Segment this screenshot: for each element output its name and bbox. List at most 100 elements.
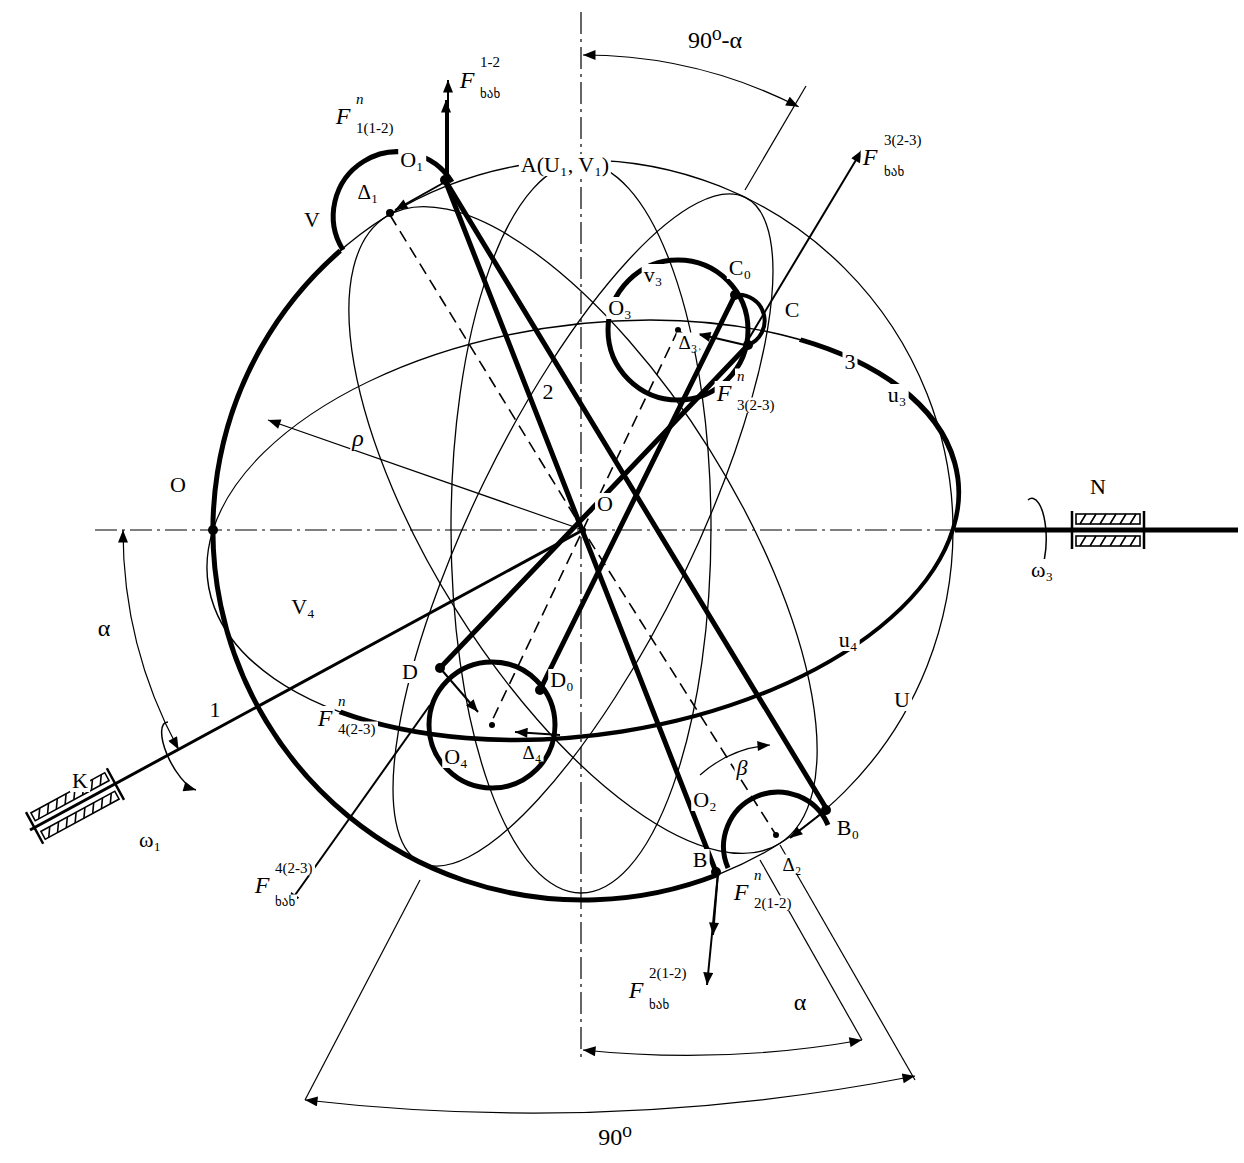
force-subscript: ხახ: [273, 895, 297, 908]
angle-label: α: [96, 616, 113, 640]
point-label: B₀: [835, 817, 861, 839]
center-axis: [95, 529, 955, 530]
joint-dot: [386, 209, 394, 217]
force-subscript: ხახ: [647, 998, 671, 1011]
joint-dot: [489, 722, 495, 728]
bearing-symbol: [1080, 536, 1136, 546]
curve-label: U: [892, 689, 912, 711]
point-label: O₄: [442, 746, 470, 768]
dimension-line: [745, 86, 806, 190]
bearing-symbol: [1072, 511, 1144, 549]
angle-label: β: [735, 757, 750, 779]
joint-dot: [821, 805, 831, 815]
angular-velocity: ω₃: [1029, 559, 1055, 581]
joint-dot: [535, 685, 545, 695]
force-vector: [707, 873, 718, 985]
force-symbol: F: [732, 880, 751, 904]
construction-line: [390, 215, 776, 835]
contact-path: [213, 251, 718, 900]
sphere-circle: [451, 163, 711, 893]
force-vector: [790, 810, 826, 838]
joint-dot: [440, 175, 450, 185]
part-number: 3: [843, 351, 858, 373]
joint-dot: [208, 175, 831, 877]
angle-dimension: 90⁰-α: [686, 28, 744, 52]
point-label: O₃: [606, 297, 634, 319]
point-label: O: [595, 493, 615, 515]
sphere-circle: [259, 137, 906, 923]
force-symbol: F: [458, 68, 477, 92]
dimension-line: [780, 845, 915, 1080]
center-axis: [95, 12, 955, 1062]
force-superscript: n: [354, 92, 366, 107]
joint-dot: [730, 290, 740, 300]
point-label: Δ₃: [677, 333, 700, 352]
link-bar: [540, 295, 735, 690]
bearing-label: K: [70, 770, 90, 792]
bearing-symbol: [26, 768, 124, 844]
roller-circle: [429, 662, 555, 788]
force-superscript: n: [735, 369, 747, 384]
point-label: C: [783, 299, 802, 321]
bearing-symbol: [1080, 514, 1136, 524]
point-label: A(U₁, V₁): [519, 154, 611, 176]
bearing-symbol: [41, 791, 119, 839]
force-vector: [447, 80, 449, 182]
force-superscript: 2(1-2): [647, 966, 689, 981]
force-subscript: ხახ: [882, 165, 906, 178]
link-bar: [445, 180, 826, 808]
bearing-symbol: [1076, 514, 1140, 524]
force-superscript: n: [336, 694, 348, 709]
point-label: D: [400, 661, 420, 683]
point-label: O₁: [398, 149, 426, 171]
curve-label: u₄: [837, 629, 860, 651]
roller-circle: [724, 792, 828, 868]
joint-dot: [208, 525, 218, 535]
angular-velocity: ω₁: [137, 829, 163, 851]
force-symbol: F: [334, 104, 353, 128]
force-symbol: F: [715, 381, 734, 405]
point-label: Δ₄: [521, 743, 544, 762]
joint-dot: [435, 663, 445, 673]
sphere-circle: [146, 320, 1020, 740]
part-number: 1: [208, 699, 223, 721]
shaft: [955, 528, 1238, 533]
point-label: Δ₂: [781, 855, 804, 874]
dimension-line: [583, 55, 799, 107]
construction-line: [390, 215, 776, 835]
force-vector: [440, 668, 478, 712]
point-label: C₀: [727, 257, 753, 279]
force-symbol: F: [253, 873, 272, 897]
point-label: D₀: [548, 669, 576, 691]
force-superscript: 4(2-3): [273, 861, 315, 876]
dimension-line: [123, 530, 179, 750]
joint-dot: [773, 832, 779, 838]
roller-circle: [608, 260, 748, 400]
dimension-line: [760, 860, 862, 1040]
point-label: V: [302, 209, 322, 231]
shaft: [30, 530, 1238, 830]
force-vector: [698, 334, 745, 345]
force-vector: [445, 100, 447, 182]
bearing-label: N: [1088, 476, 1108, 498]
contact-path: [213, 251, 1013, 900]
curve-label: v₃: [642, 264, 665, 286]
force-subscript: 2(1-2): [752, 896, 794, 911]
curve-label: V₄: [289, 596, 317, 618]
point-label: B: [691, 849, 710, 871]
force-superscript: 3(2-3): [882, 133, 924, 148]
force-symbol: F: [861, 145, 880, 169]
bearing-symbol: [44, 793, 115, 837]
sphere-circle: [322, 149, 844, 911]
dimension-line: [305, 1076, 915, 1113]
rotation-arrow: [162, 498, 1047, 790]
force-vector: [745, 150, 862, 345]
sphere-circle: [146, 137, 1020, 923]
force-subscript: 4(2-3): [336, 722, 378, 737]
force-vector: [288, 80, 862, 985]
link-bar: [440, 295, 765, 690]
link-bar: [445, 180, 716, 872]
bearing-symbol: [1072, 511, 1144, 549]
dimension-line: [268, 420, 583, 530]
